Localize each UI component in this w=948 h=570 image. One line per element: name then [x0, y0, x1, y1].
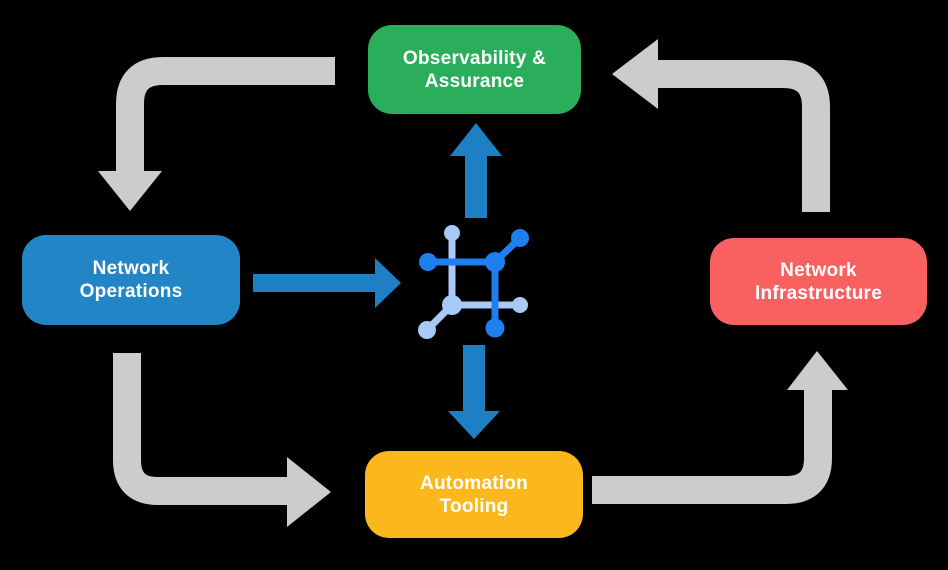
- arrow-infrastructure-to-observability: [612, 39, 830, 212]
- node-automation: Automation Tooling: [365, 451, 583, 538]
- arrow-automation-to-infrastructure: [592, 351, 848, 504]
- node-label-line: Assurance: [424, 70, 525, 92]
- arrow-head: [787, 351, 848, 390]
- arrow-head: [448, 411, 500, 439]
- icon-node: [485, 252, 505, 272]
- node-label-line: Automation: [419, 472, 529, 494]
- network-fabric-icon: [418, 225, 529, 339]
- arrow-head: [287, 457, 331, 527]
- arrow-shaft: [253, 274, 375, 292]
- arrow-head: [375, 258, 401, 308]
- icon-node: [418, 321, 436, 339]
- icon-node: [419, 253, 437, 271]
- arrow-head: [450, 123, 502, 156]
- arrow-shaft: [113, 353, 288, 505]
- node-label-line: Network: [92, 258, 170, 279]
- arrow-shaft: [465, 154, 487, 218]
- icon-node: [511, 229, 529, 247]
- icon-node: [442, 295, 462, 315]
- node-label-line: Operations: [79, 281, 183, 302]
- icon-node: [444, 225, 460, 241]
- node-label-line: Infrastructure: [754, 282, 883, 304]
- arrow-operations-to-center: [253, 258, 401, 308]
- arrow-head: [612, 39, 658, 109]
- icon-node: [485, 318, 505, 338]
- node-label-line: Observability &: [402, 47, 547, 69]
- icon-node: [512, 297, 528, 313]
- arrow-center-to-automation: [448, 345, 500, 439]
- node-infrastructure: Network Infrastructure: [710, 238, 927, 325]
- arrow-shaft: [657, 60, 830, 212]
- arrow-shaft: [116, 57, 335, 172]
- arrow-center-to-observability: [450, 123, 502, 218]
- arrow-shaft: [463, 345, 485, 412]
- arrow-shaft: [592, 389, 832, 504]
- arrow-observability-to-operations: [98, 57, 335, 211]
- node-operations: Network Operations: [22, 235, 240, 325]
- arrow-head: [98, 171, 162, 211]
- node-observability: Observability & Assurance: [368, 25, 581, 114]
- node-label-line: Tooling: [439, 495, 509, 517]
- arrow-operations-to-automation: [113, 353, 331, 527]
- node-label-line: Network: [780, 259, 857, 281]
